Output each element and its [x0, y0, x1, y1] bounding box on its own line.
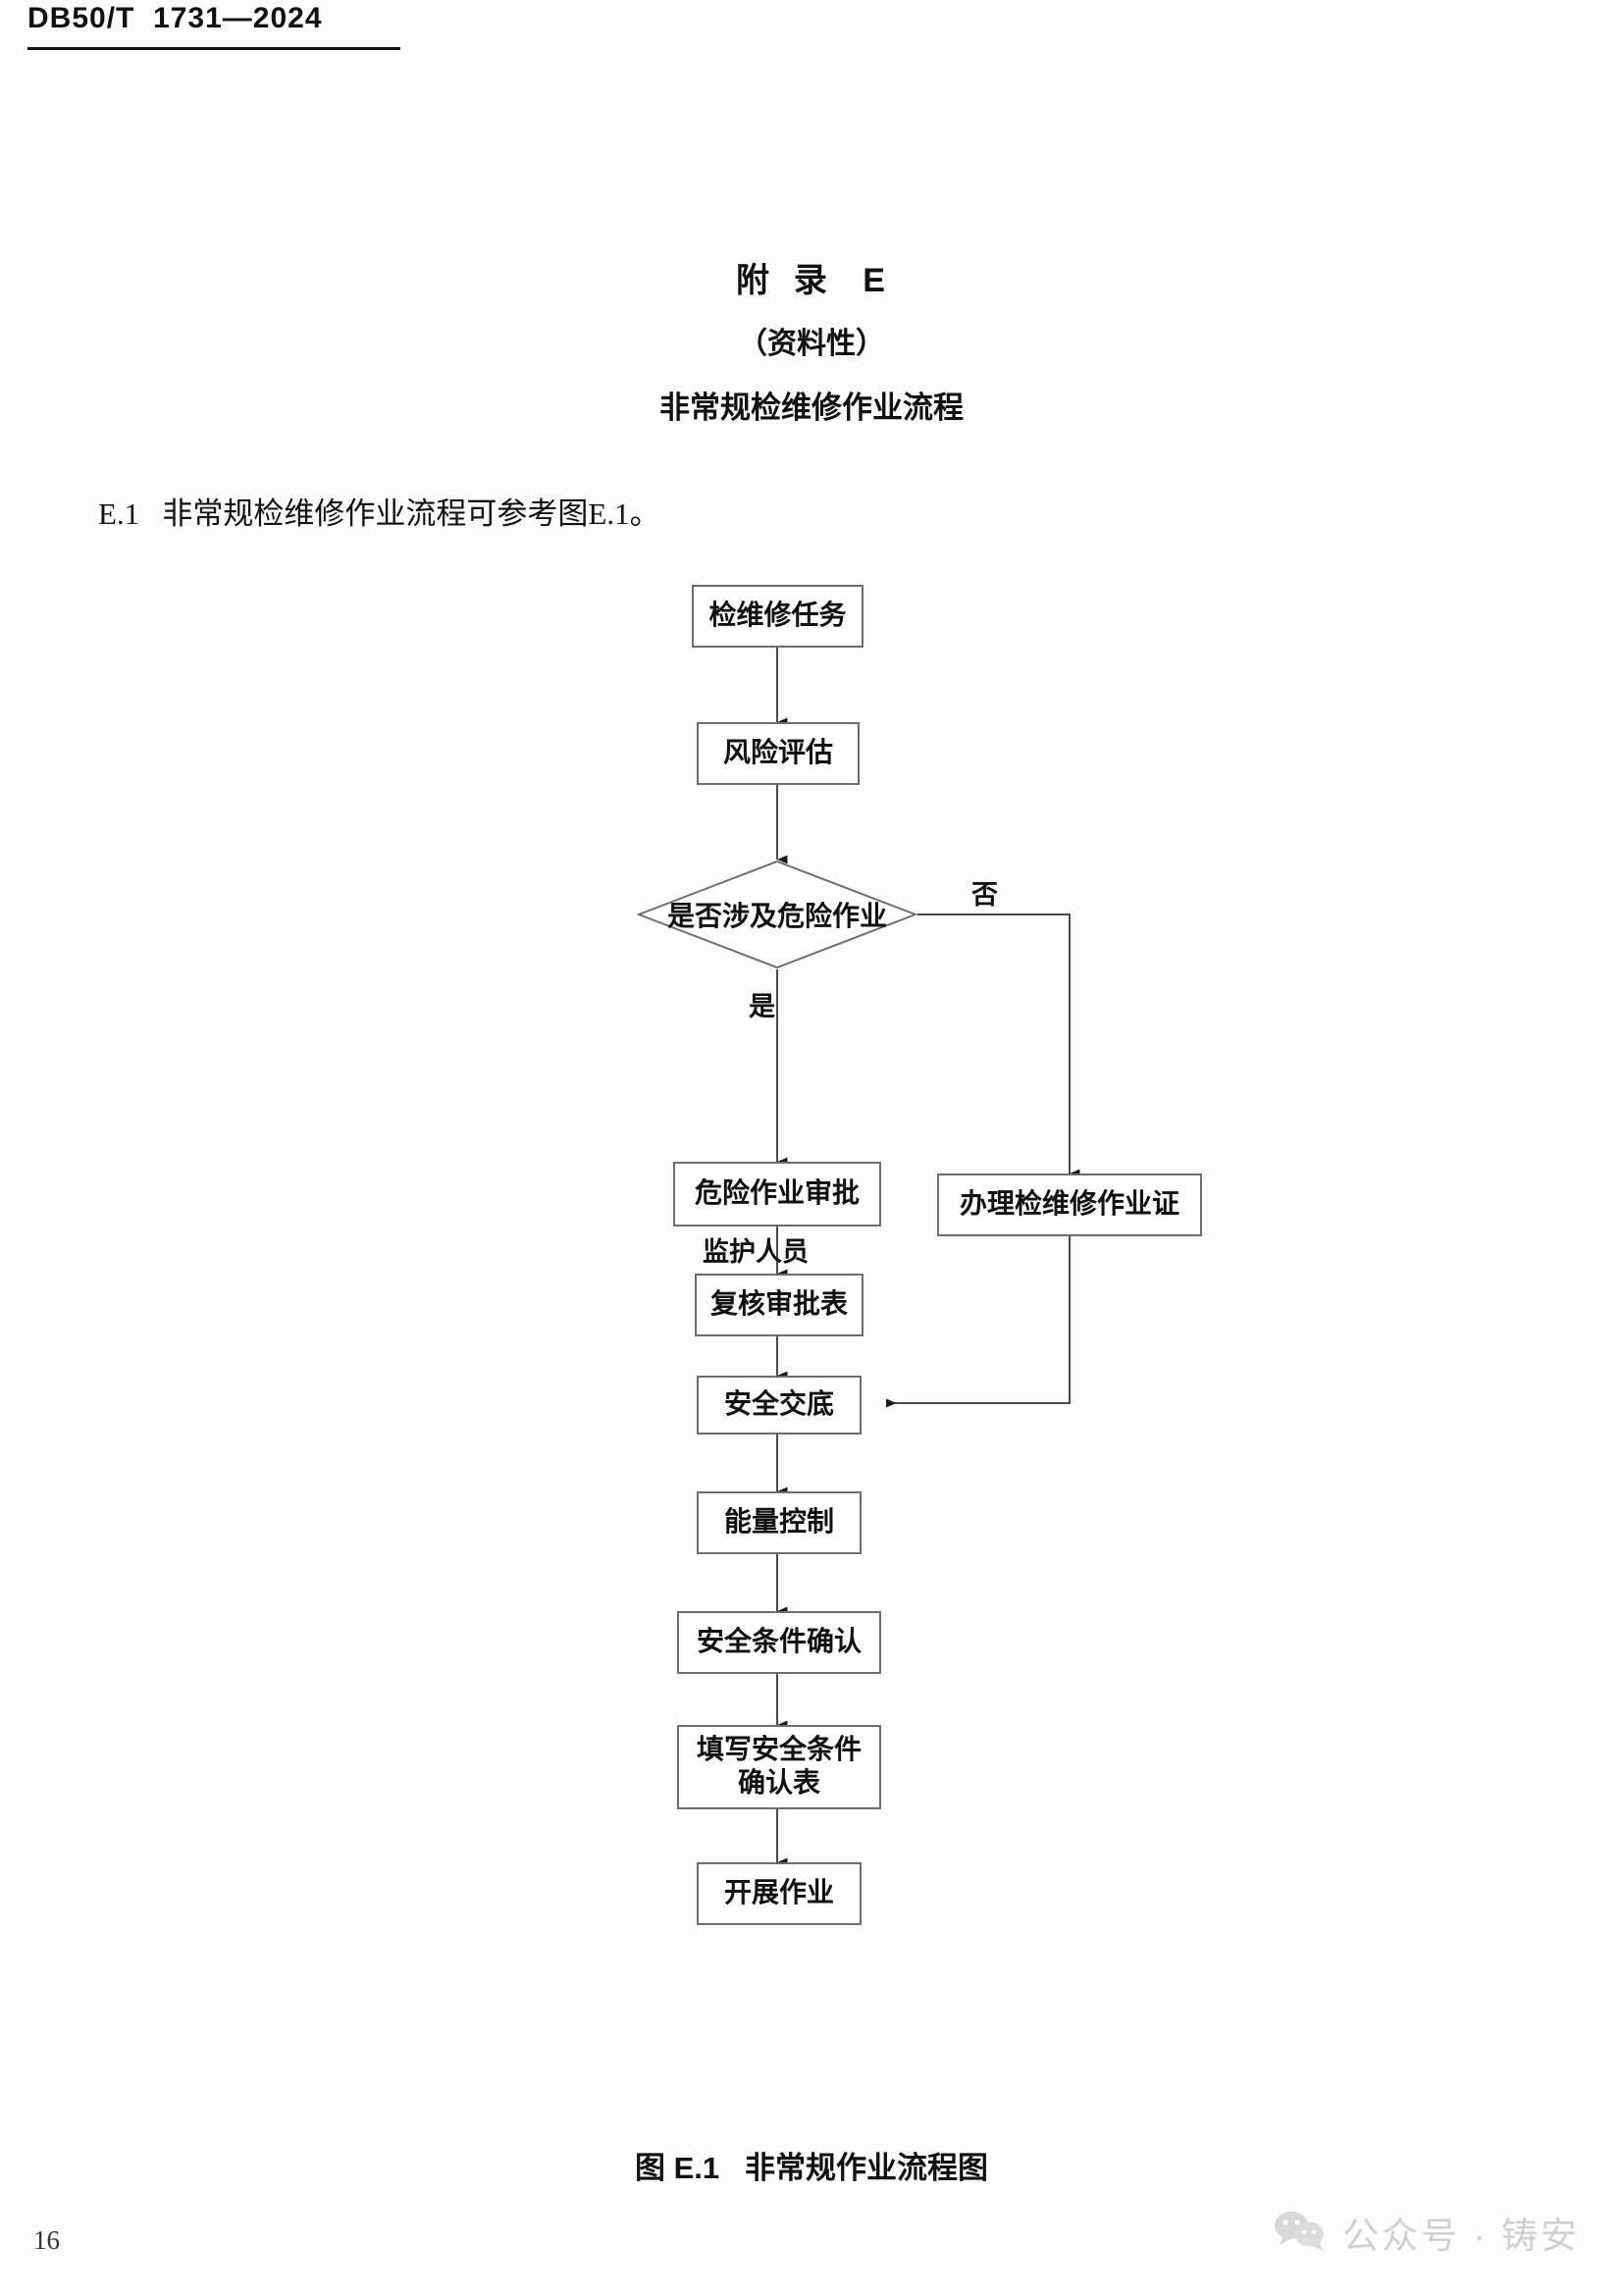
flowchart-figure: 检维修任务 风险评估 是否涉及危险作业 否 是 危险作业审批 办理检维修作业证 …: [0, 549, 1623, 2080]
flow-node-review-approval-form-label: 复核审批表: [709, 1288, 848, 1320]
flow-node-start-work: 开展作业: [697, 1862, 862, 1925]
clause-e1-paragraph: E.1 非常规检维修作业流程可参考图E.1。: [98, 496, 660, 531]
flow-node-task-label: 检维修任务: [708, 600, 847, 631]
header-rule: [27, 47, 400, 50]
appendix-title: 非常规检维修作业流程: [659, 391, 964, 425]
flow-node-hazard-approval-label: 危险作业审批: [694, 1177, 860, 1209]
flow-node-risk-assessment: 风险评估: [697, 722, 860, 785]
wechat-icon: [1274, 2209, 1327, 2257]
flow-node-energy-control: 能量控制: [697, 1491, 862, 1554]
flow-node-decision-label: 是否涉及危险作业: [666, 902, 887, 932]
watermark-text: 公众号 · 铸安: [1342, 2216, 1580, 2256]
flow-node-safety-condition-check-label: 安全条件确认: [696, 1626, 862, 1657]
flow-node-safety-condition-check: 安全条件确认: [677, 1611, 881, 1674]
flow-node-task: 检维修任务: [692, 585, 864, 648]
appendix-kind: （资料性）: [738, 328, 885, 360]
edge-label-guardian: 监护人员: [703, 1237, 809, 1267]
flow-node-work-permit-label: 办理检维修作业证: [959, 1188, 1179, 1220]
page-number: 16: [33, 2225, 60, 2255]
flow-node-energy-control-label: 能量控制: [723, 1506, 834, 1538]
flow-node-fill-condition-form: 填写安全条件 确认表: [677, 1725, 881, 1809]
flow-node-safety-briefing-label: 安全交底: [723, 1388, 834, 1420]
flow-node-start-work-label: 开展作业: [723, 1877, 834, 1908]
flow-node-work-permit: 办理检维修作业证: [937, 1174, 1202, 1236]
edge-label-yes: 是: [749, 992, 775, 1021]
flow-node-safety-briefing: 安全交底: [697, 1376, 862, 1435]
appendix-label: 附 录 E: [736, 262, 887, 299]
watermark: 公众号 · 铸安: [1274, 2206, 1580, 2259]
flow-node-hazard-approval: 危险作业审批: [673, 1162, 881, 1226]
figure-caption: 图 E.1 非常规作业流程图: [635, 2151, 988, 2185]
flow-node-review-approval-form: 复核审批表: [695, 1274, 864, 1336]
flowchart-connectors: [776, 648, 1080, 1867]
standard-number-header: DB50/T 1731—2024: [27, 2, 323, 34]
flow-node-decision: 是否涉及危险作业: [637, 860, 917, 969]
diamond-shape: [637, 860, 917, 969]
edge-label-no: 否: [971, 880, 998, 910]
flow-node-risk-assessment-label: 风险评估: [722, 737, 833, 768]
flow-node-fill-condition-form-label: 填写安全条件 确认表: [696, 1734, 862, 1799]
